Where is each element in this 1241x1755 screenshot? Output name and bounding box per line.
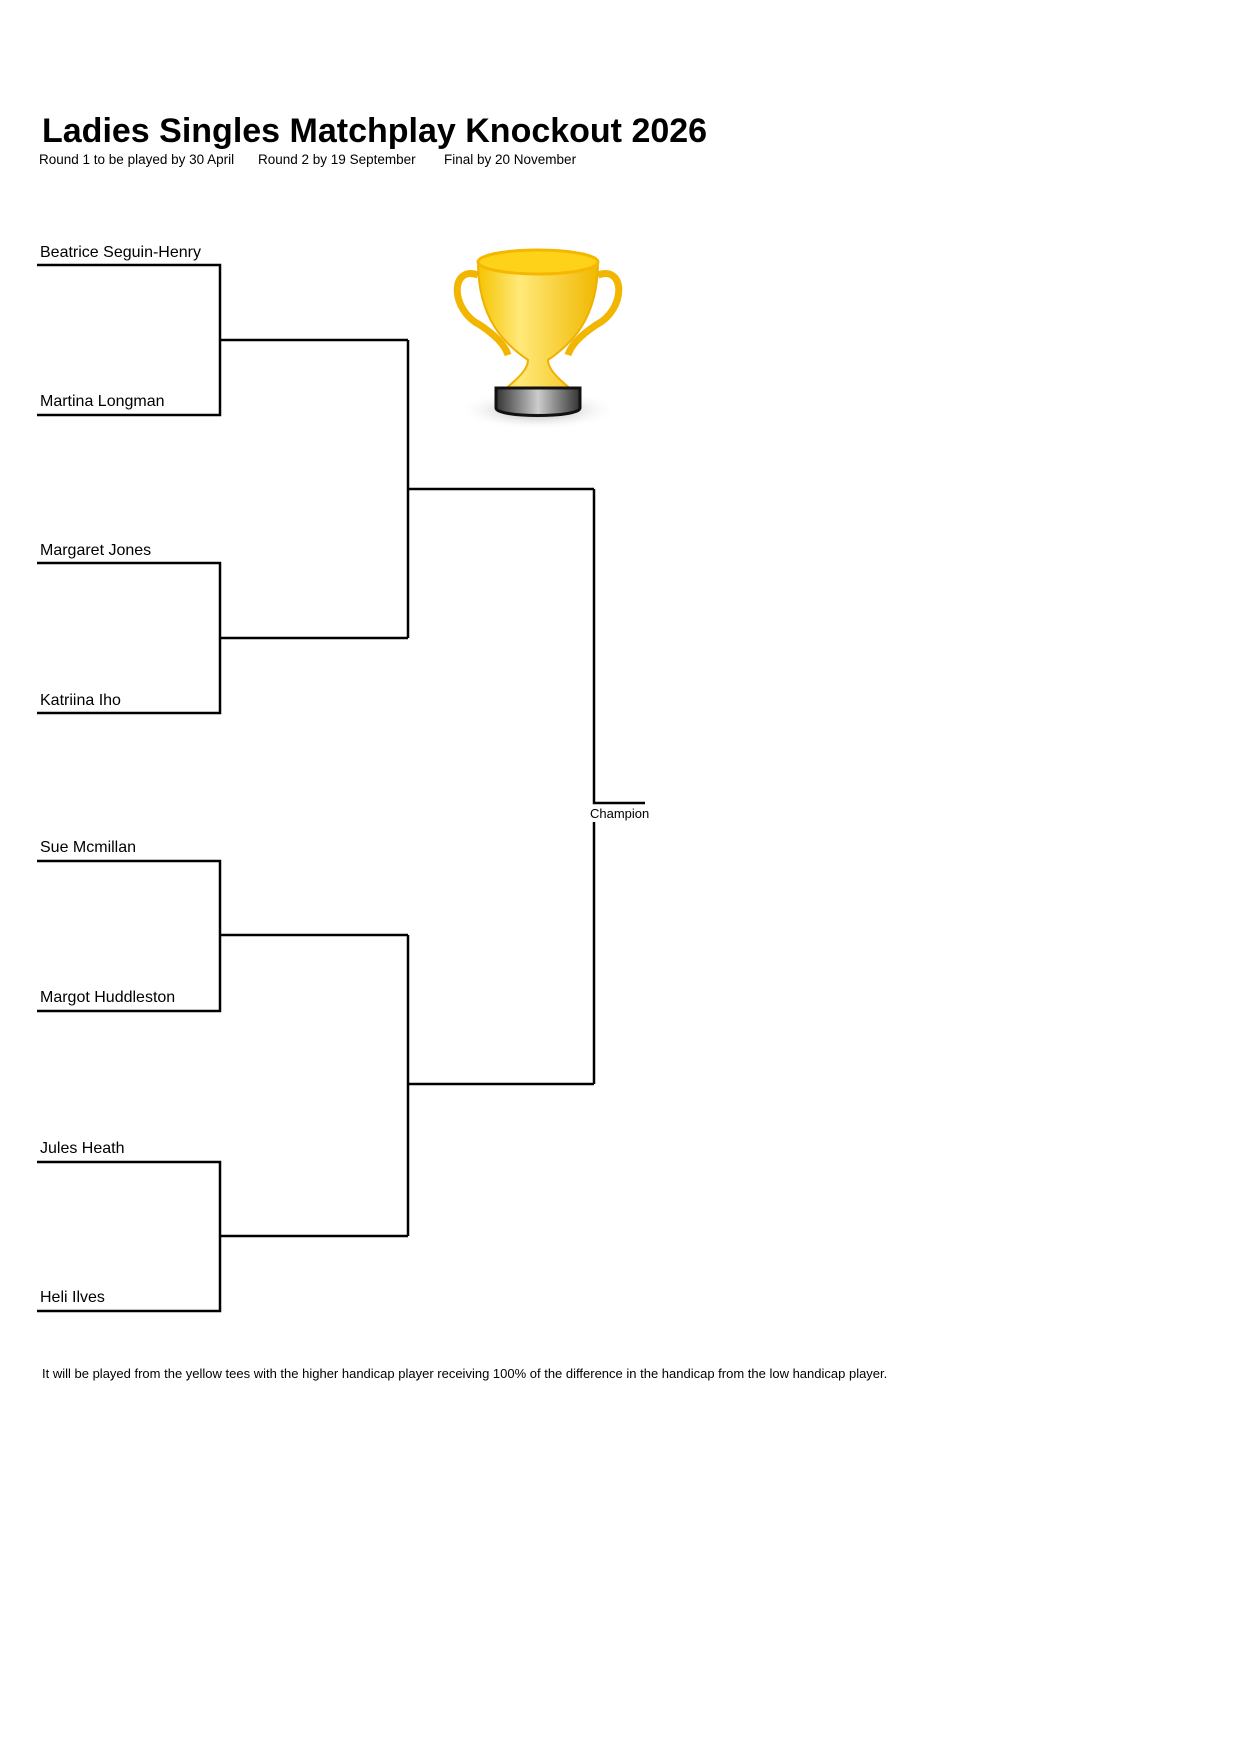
player-8: Heli Ilves (40, 1289, 105, 1306)
trophy-icon (453, 248, 623, 430)
player-4: Katriina Iho (40, 692, 121, 709)
player-2: Martina Longman (40, 393, 165, 410)
player-7: Jules Heath (40, 1140, 125, 1157)
semi-2-bracket (406, 935, 594, 1236)
match-4-bracket (37, 1160, 408, 1313)
match-1-bracket (37, 263, 408, 417)
footer-note: It will be played from the yellow tees w… (42, 1366, 888, 1381)
player-5: Sue Mcmillan (40, 839, 137, 856)
final-deadline: Final by 20 November (444, 152, 577, 167)
player-6: Margot Huddleston (40, 989, 176, 1006)
semi-1-bracket (406, 340, 594, 638)
round2-deadline: Round 2 by 19 September (258, 152, 416, 167)
final-bracket (592, 489, 645, 1084)
page-title: Ladies Singles Matchplay Knockout 2026 (42, 112, 708, 150)
champion-label: Champion (590, 806, 650, 821)
round1-deadline: Round 1 to be played by 30 April (39, 152, 235, 167)
match-3-bracket (37, 859, 408, 1013)
match-2-bracket (37, 561, 408, 715)
player-1: Beatrice Seguin-Henry (40, 244, 201, 261)
player-3: Margaret Jones (40, 542, 152, 559)
